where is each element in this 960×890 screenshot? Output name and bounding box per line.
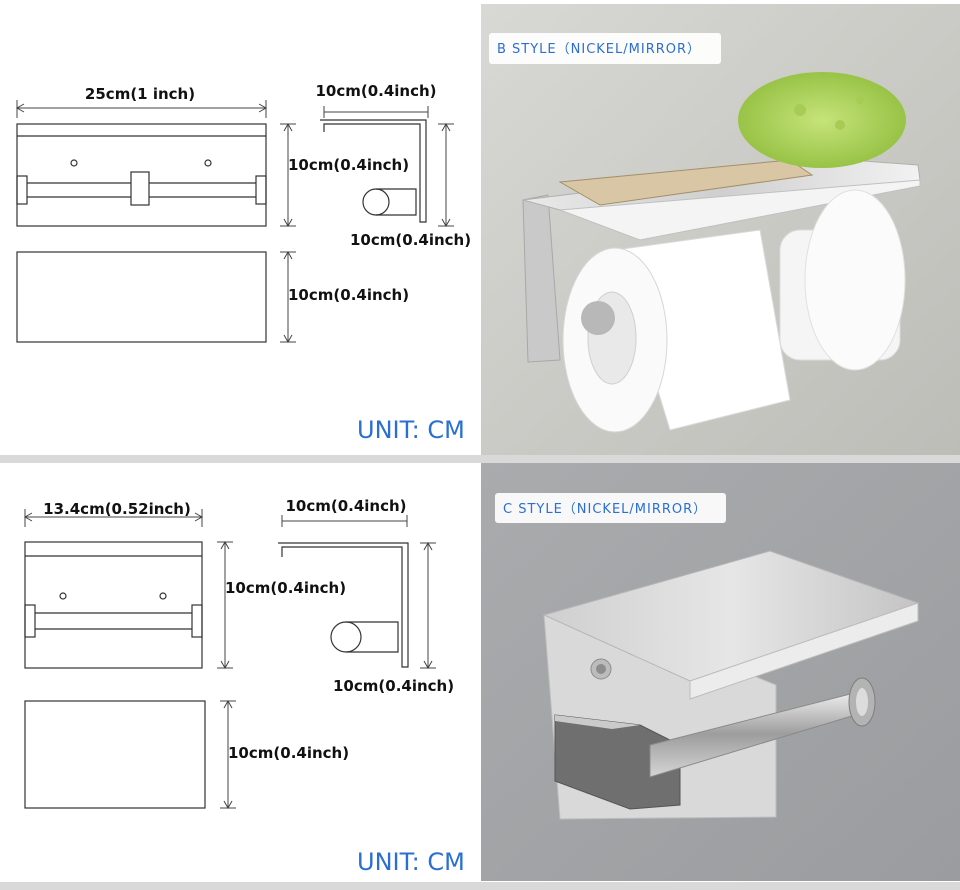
side-top-label: 10cm(0.4inch) (285, 497, 406, 515)
front-height-label: 10cm(0.4inch) (288, 156, 409, 174)
front-height-label: 10cm(0.4inch) (225, 579, 346, 597)
front-height-dimension: 10cm(0.4inch) (217, 540, 346, 670)
box-view: 10cm(0.4inch) (24, 699, 349, 810)
box-view: 10cm(0.4inch) (16, 250, 409, 344)
style-label: C STYLE（NICKEL/MIRROR） (503, 502, 707, 517)
box-height-label: 10cm(0.4inch) (228, 744, 349, 762)
side-view: 10cm(0.4inch) 10cm(0.4inch) (315, 82, 471, 249)
side-view: 10cm(0.4inch) 10cm(0.4inch) (278, 497, 454, 695)
product-photo-b (481, 4, 960, 455)
style-label: B STYLE（NICKEL/MIRROR） (497, 42, 701, 57)
style-badge-c: C STYLE（NICKEL/MIRROR） (495, 493, 726, 523)
side-height-label: 10cm(0.4inch) (350, 231, 471, 249)
front-view (16, 123, 267, 227)
width-dimension: 25cm(1 inch) (15, 85, 268, 118)
style-b-panel: 25cm(1 inch) 10cm(0.4inch) (15, 4, 960, 455)
panel-divider (0, 455, 960, 463)
side-height-label: 10cm(0.4inch) (333, 677, 454, 695)
style-b-drawing: 25cm(1 inch) 10cm(0.4inch) (15, 4, 960, 455)
style-badge-b: B STYLE（NICKEL/MIRROR） (489, 33, 721, 64)
style-c-panel: 13.4cm(0.52inch) 10cm(0.4inch) (0, 445, 960, 890)
width-dimension: 13.4cm(0.52inch) (23, 500, 204, 527)
front-view (24, 541, 203, 669)
box-height-label: 10cm(0.4inch) (288, 286, 409, 304)
unit-label: UNIT: CM (357, 848, 465, 876)
style-c-drawing: 13.4cm(0.52inch) 10cm(0.4inch) (23, 463, 960, 881)
front-height-dimension: 10cm(0.4inch) (280, 122, 409, 228)
side-top-label: 10cm(0.4inch) (315, 82, 436, 100)
product-photo-c (481, 463, 960, 881)
bottom-rule (0, 882, 960, 890)
width-label: 13.4cm(0.52inch) (43, 500, 191, 518)
width-label: 25cm(1 inch) (85, 85, 195, 103)
unit-label: UNIT: CM (357, 416, 465, 444)
